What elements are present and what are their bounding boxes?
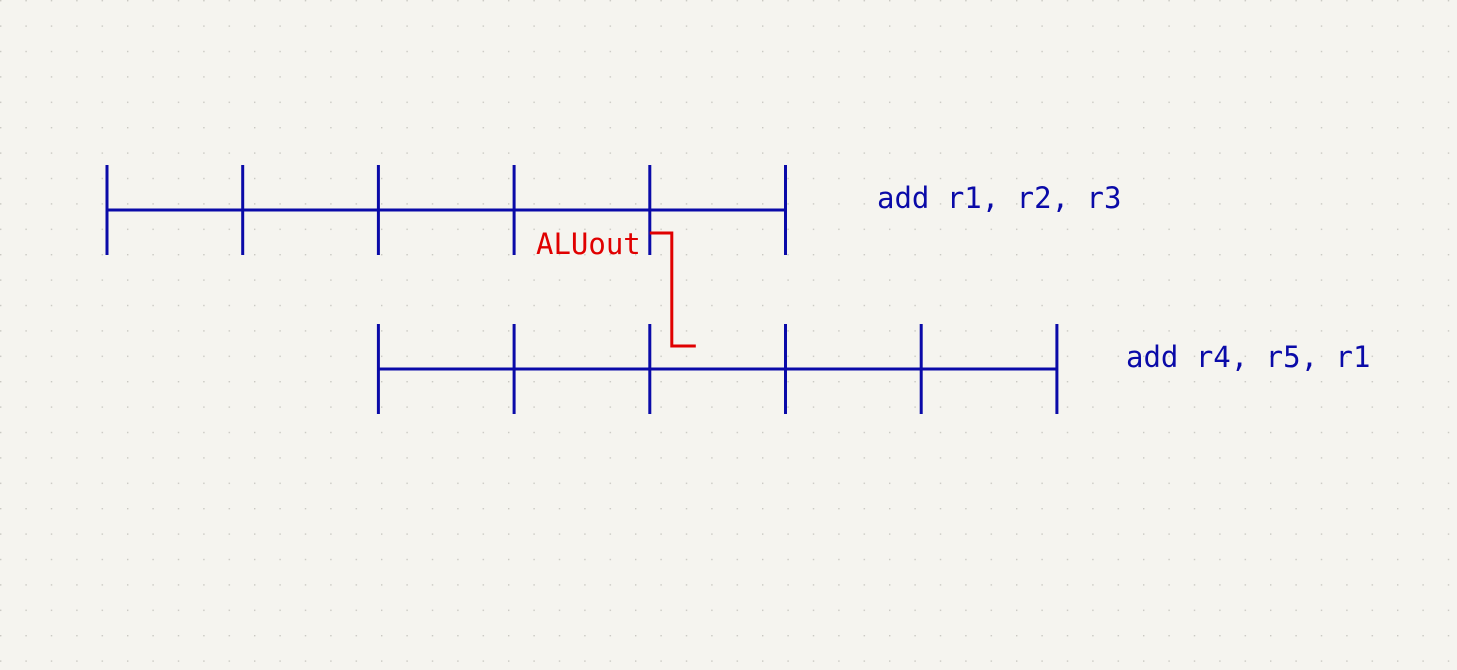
forwarding-label: ALUout <box>536 227 641 261</box>
instruction-row-1 <box>105 165 787 255</box>
instruction-label-2: add r4, r5, r1 <box>1126 340 1370 374</box>
instruction-row-2 <box>376 324 1059 414</box>
forwarding-path <box>649 231 696 348</box>
instruction-label-1: add r1, r2, r3 <box>877 181 1121 215</box>
